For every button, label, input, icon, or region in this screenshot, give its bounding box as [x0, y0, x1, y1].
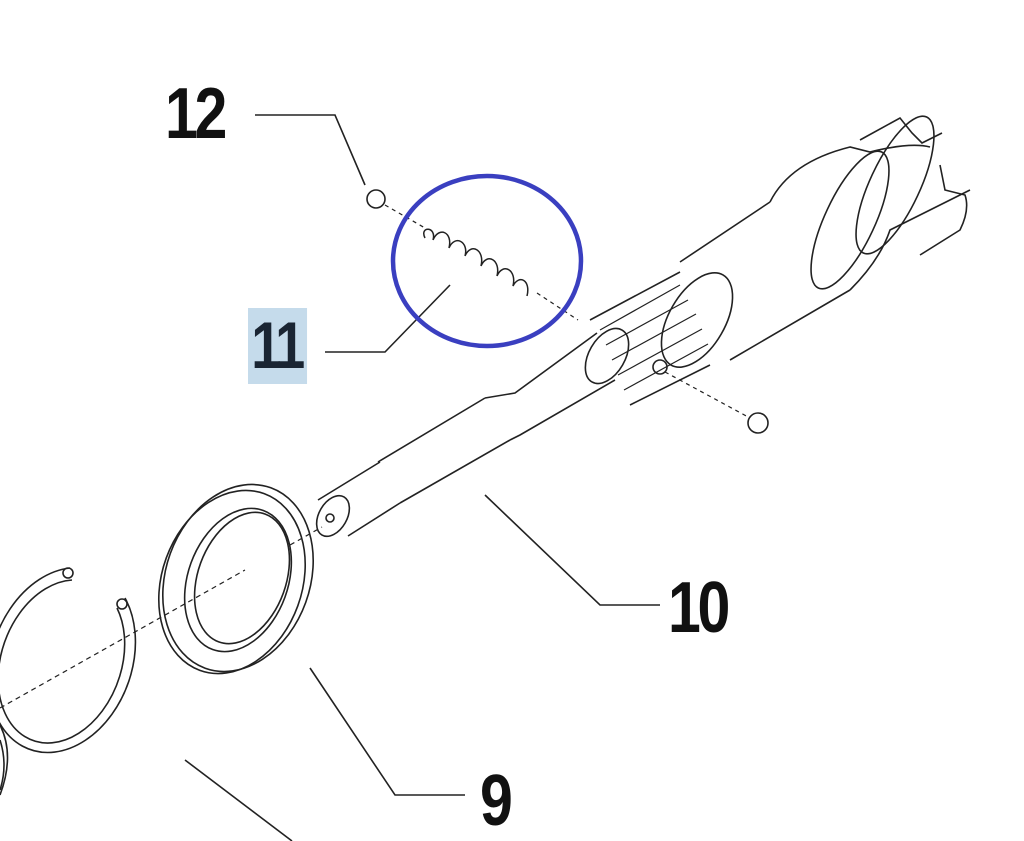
- seal-ring-part-9: [157, 483, 315, 675]
- callout-label-12: 12: [165, 74, 227, 154]
- pin-dashed-line: [664, 371, 751, 419]
- shaft-part-10: [315, 115, 971, 538]
- leader-line-9: [309, 667, 465, 796]
- axis-dashed-line: [289, 526, 323, 546]
- snap-ring-part: [0, 567, 137, 754]
- callout-label-9: 9: [480, 761, 513, 841]
- axis-dashed-line: [0, 569, 246, 709]
- leader-line-12: [255, 114, 366, 186]
- highlight-circle: [390, 173, 584, 349]
- callout-label-10: 10: [668, 568, 730, 648]
- partial-part: [0, 724, 9, 796]
- leader-line-10: [484, 494, 660, 606]
- ball-part-12: [366, 189, 386, 209]
- spring-part-11: [423, 228, 529, 297]
- spring-dashed-line: [536, 292, 579, 321]
- ball-part: [747, 412, 769, 434]
- callout-label-11: 11: [248, 308, 307, 384]
- leader-line-11: [325, 284, 451, 353]
- leader-line-8: [184, 759, 293, 841]
